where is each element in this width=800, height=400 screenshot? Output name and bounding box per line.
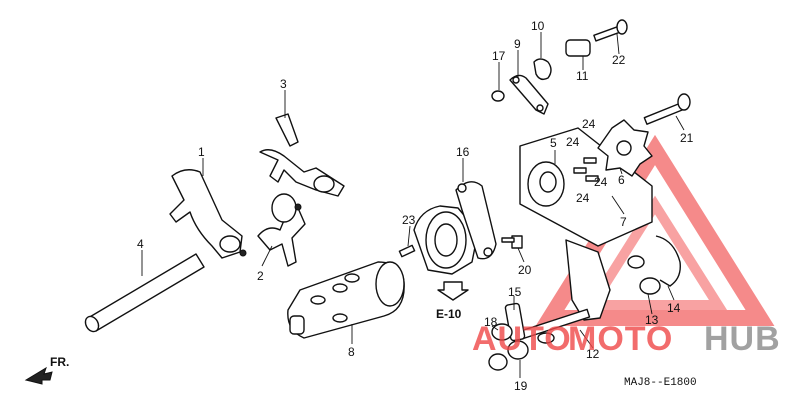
callout-10: 10 xyxy=(531,19,545,33)
shift-drum-center xyxy=(519,119,653,247)
front-direction-indicator: FR. xyxy=(24,355,69,385)
shift-fork-shaft xyxy=(84,253,205,333)
watermark-hub: HUB xyxy=(704,320,781,358)
callout-17: 17 xyxy=(492,49,506,63)
shift-fork-3 xyxy=(259,113,345,197)
callout-6: 6 xyxy=(618,173,625,187)
callout-18: 18 xyxy=(484,315,498,329)
callout-7: 7 xyxy=(620,215,627,229)
callout-24a: 24 xyxy=(582,117,596,131)
callout-5: 5 xyxy=(550,136,557,150)
return-spring xyxy=(627,235,681,295)
watermark-moto: MOTO xyxy=(568,320,673,358)
callout-13: 13 xyxy=(645,313,659,327)
shift-fork-1 xyxy=(169,169,247,259)
shift-drum xyxy=(287,261,405,339)
callout-14: 14 xyxy=(667,301,681,315)
callout-11: 11 xyxy=(576,69,589,83)
callout-20: 20 xyxy=(518,263,532,277)
collar-and-seal xyxy=(488,302,529,371)
reference-arrow: E-10 xyxy=(436,281,469,321)
callout-22: 22 xyxy=(612,53,626,67)
bolt-20 xyxy=(501,235,523,249)
callout-24c: 24 xyxy=(594,175,608,189)
callout-12: 12 xyxy=(586,347,600,361)
callout-21: 21 xyxy=(680,131,694,145)
callout-16: 16 xyxy=(456,145,470,159)
callout-24b: 24 xyxy=(566,135,580,149)
stopper-assembly xyxy=(491,19,628,115)
dowel-pin xyxy=(398,244,416,258)
gearshift-spindle xyxy=(519,239,611,344)
watermark-text: AUTO MOTO HUB xyxy=(472,320,781,358)
callout-24d: 24 xyxy=(576,191,590,205)
watermark-auto: AUTO xyxy=(472,320,572,358)
callout-3: 3 xyxy=(280,77,287,91)
bolt-21 xyxy=(643,93,691,125)
callout-23: 23 xyxy=(402,213,416,227)
callout-2: 2 xyxy=(257,269,264,283)
callout-4: 4 xyxy=(137,237,144,251)
callout-1: 1 xyxy=(198,145,205,159)
ref-label: E-10 xyxy=(436,307,462,321)
callout-15: 15 xyxy=(508,285,522,299)
bearing-and-plate xyxy=(413,181,497,275)
shift-fork-2 xyxy=(257,193,306,267)
callout-8: 8 xyxy=(348,345,355,359)
callout-numbers: 1 2 3 4 5 6 7 8 9 10 11 12 13 14 15 16 1… xyxy=(137,19,694,393)
diagram-code: MAJ8--E1800 xyxy=(624,377,697,389)
callout-19: 19 xyxy=(514,379,528,393)
direction-label: FR. xyxy=(50,355,69,369)
leader-lines xyxy=(141,32,685,378)
callout-9: 9 xyxy=(514,37,521,51)
